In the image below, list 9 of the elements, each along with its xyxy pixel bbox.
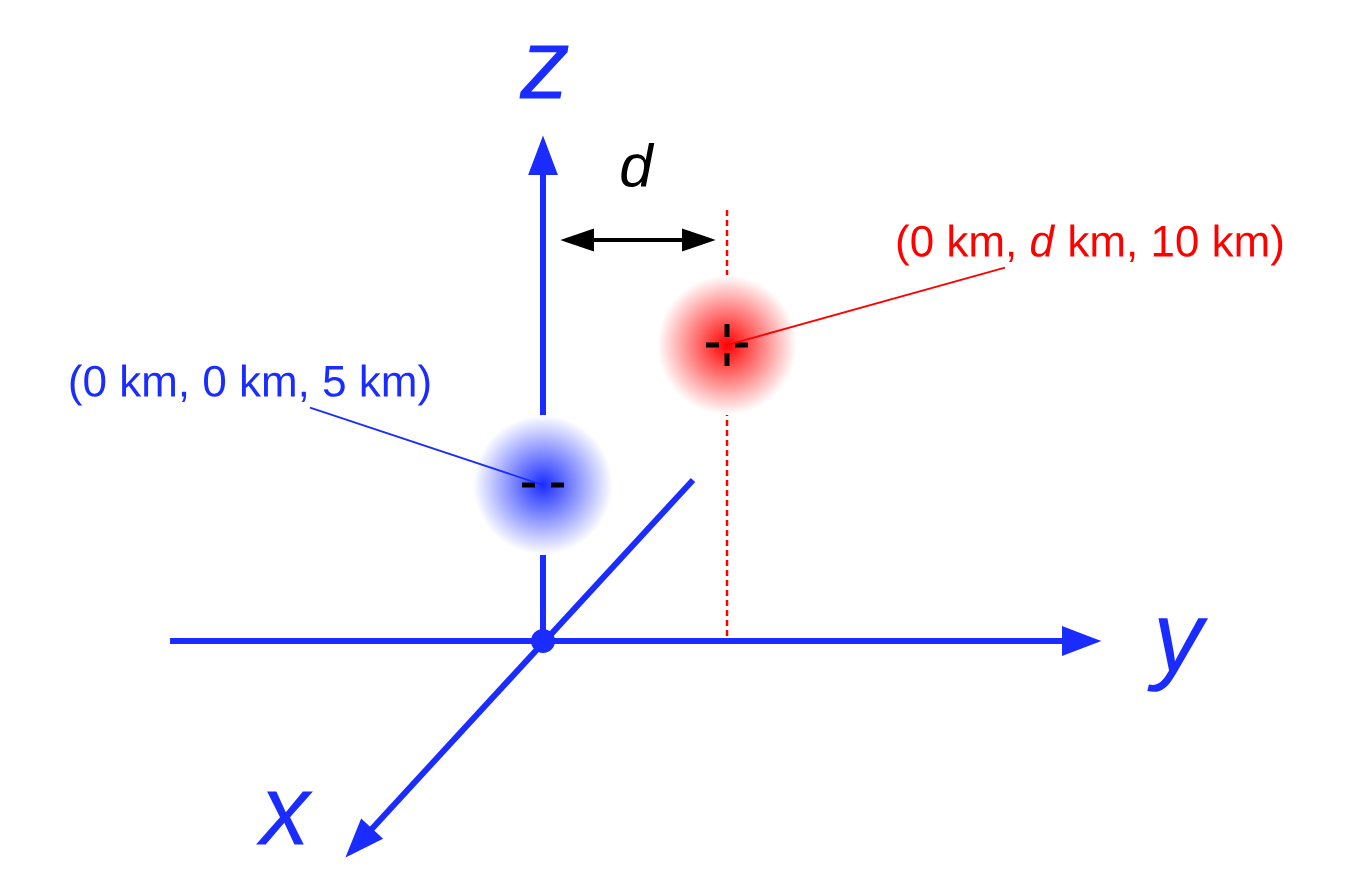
dimension-label: d	[621, 142, 655, 188]
coordinate-label: (0 km, d km, 10 km)	[897, 224, 1283, 266]
axis-label: y	[1147, 618, 1209, 692]
axis-label: z	[519, 45, 569, 99]
leader-line	[309, 406, 544, 486]
source-glow	[703, 321, 751, 369]
coordinate-label: (0 km, 0 km, 5 km)	[70, 364, 430, 406]
axis-label: x	[256, 791, 313, 845]
leader-line	[726, 266, 1006, 346]
